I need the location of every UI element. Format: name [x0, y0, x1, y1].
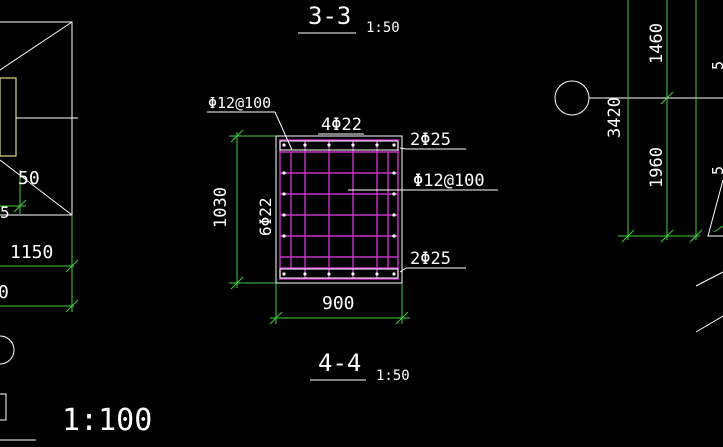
- bar-dots: [282, 143, 396, 276]
- right-partial-elevation: 1460 3420 1960 5 5: [554, 0, 723, 333]
- bar-dot: [282, 192, 286, 196]
- leader-right-top: [399, 147, 407, 150]
- section-outline: [275, 135, 403, 284]
- right-edge-tick: [713, 225, 723, 233]
- dim-width-tick-left: [269, 311, 283, 325]
- bar-dot: [282, 143, 286, 147]
- bar-dot: [282, 272, 286, 276]
- right-grid-bubble: [554, 80, 590, 116]
- note-stirrup-top-left: Φ12@100: [208, 94, 271, 112]
- left-dim-50: 50: [18, 168, 40, 189]
- bar-dot: [392, 171, 396, 175]
- right-dim-tick-4: [689, 229, 703, 243]
- left-footing-slope-bottom: [0, 159, 73, 216]
- bar-dot: [282, 234, 286, 238]
- left-partial-footing: 50 5 1150 0 1:100: [0, 21, 152, 441]
- note-top-bars: 4Φ22: [321, 115, 362, 135]
- dim-width-tick-right: [395, 311, 409, 325]
- bar-dot: [351, 143, 355, 147]
- note-right-top-bars: 2Φ25: [410, 130, 451, 150]
- bar-dot: [392, 272, 396, 276]
- section-title-3-3: 3-3 1:50: [298, 2, 400, 36]
- left-footing-slope-top: [0, 21, 73, 71]
- bar-dot: [282, 171, 286, 175]
- left-label-fragment: [0, 393, 7, 421]
- bar-dot: [392, 192, 396, 196]
- bar-dot: [392, 234, 396, 238]
- dim-height-tick-bottom: [230, 276, 244, 290]
- top-bar-row: [279, 140, 399, 151]
- bar-dot: [375, 272, 379, 276]
- section-3-3-scale: 1:50: [366, 20, 400, 36]
- section-4-4: Φ12@100 4Φ22 2Φ25 Φ12@100 2Φ25 6Φ22 1030…: [207, 94, 498, 384]
- dim-height-text: 1030: [211, 187, 231, 228]
- section-4-4-scale: 1:50: [376, 368, 410, 384]
- section-4-4-label: 4-4: [318, 349, 361, 377]
- note-right-stirrup: Φ12@100: [413, 171, 485, 191]
- right-footing-slope: [707, 179, 723, 237]
- bar-dot: [303, 272, 307, 276]
- left-grid-bubble: [0, 335, 15, 365]
- right-dim-1460: 1460: [647, 23, 667, 64]
- bottom-scale-label: 1:100: [62, 403, 152, 438]
- right-lower-line-1: [695, 271, 723, 287]
- right-dim-edge-b: 5: [709, 166, 723, 175]
- left-dim-1150: 1150: [10, 242, 53, 263]
- right-dim-tick-2: [660, 91, 674, 105]
- leader-right-bottom: [399, 267, 407, 273]
- left-dim-5: 5: [0, 203, 10, 222]
- right-dim-tick-1: [621, 229, 635, 243]
- note-right-bottom-bars: 2Φ25: [410, 249, 451, 269]
- bar-dot: [327, 143, 331, 147]
- outer-stirrup: [279, 139, 399, 280]
- bar-dot: [392, 143, 396, 147]
- dim-width-text: 900: [322, 293, 355, 314]
- bar-dot: [375, 143, 379, 147]
- right-dim-edge-a: 5: [709, 61, 723, 70]
- right-lower-line-2: [695, 315, 723, 333]
- left-dim-tick-1: [65, 259, 79, 273]
- left-dim-tick-3: [13, 199, 27, 213]
- dim-height-tick-top: [230, 129, 244, 143]
- right-dim-1960: 1960: [647, 147, 667, 188]
- right-dim-tick-3: [660, 229, 674, 243]
- bar-dot: [282, 213, 286, 217]
- right-dim-3420: 3420: [605, 97, 625, 138]
- note-side-bars: 6Φ22: [256, 197, 275, 236]
- section-3-3-label: 3-3: [308, 2, 351, 30]
- bar-dot: [327, 272, 331, 276]
- bar-dot: [303, 143, 307, 147]
- rebar-grid: [279, 139, 399, 280]
- bar-dot: [392, 213, 396, 217]
- bar-dot: [351, 272, 355, 276]
- leader-stirrup-tl: [274, 111, 293, 151]
- bottom-bar-row: [279, 268, 399, 279]
- left-column-outline: [0, 77, 17, 157]
- left-dim-0: 0: [0, 282, 9, 303]
- left-dim-tick-2: [65, 299, 79, 313]
